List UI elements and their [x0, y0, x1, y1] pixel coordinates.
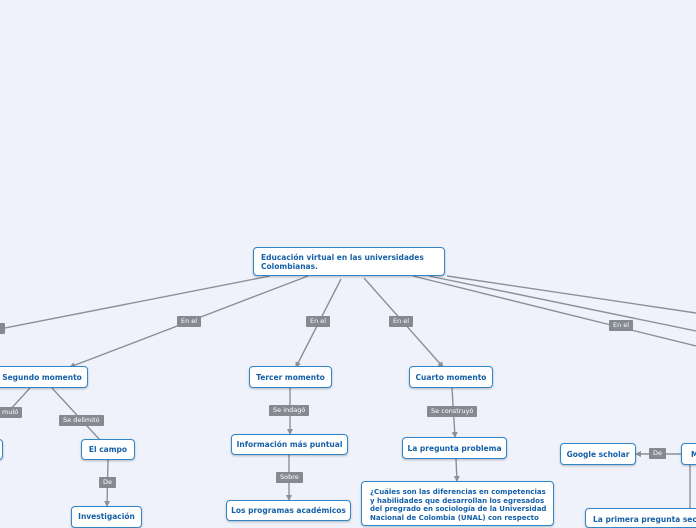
el-campo-node[interactable]: El campo [81, 439, 135, 460]
segundo-momento-node[interactable]: Segundo momento [0, 366, 88, 388]
edge-label-de-scholar: De [649, 448, 667, 459]
edge-label-se-delimito: Se delimitó [59, 415, 104, 426]
google-scholar-node[interactable]: Google scholar [560, 443, 636, 465]
edge-label-en-el-right: En el [609, 320, 634, 331]
left-edge-partial-node[interactable] [0, 439, 3, 460]
connector-root-to-first-moment [0, 275, 271, 330]
pregunta-texto-node[interactable]: ¿Cuáles son las diferencias en competenc… [361, 481, 554, 526]
tercer-momento-node[interactable]: Tercer momento [249, 366, 332, 388]
connector-root-to-right-1 [412, 275, 696, 347]
edge-label-de-campo: De [99, 477, 117, 488]
cuarto-momento-node[interactable]: Cuarto momento [409, 366, 493, 388]
edge-label-formulo-partial: muló [0, 407, 23, 418]
connector-root-to-right-3 [446, 275, 696, 314]
connector-root-to-right-2 [428, 275, 696, 332]
connector-pregunta-to-texto [453, 458, 460, 482]
connector-segundo-to-campo [51, 387, 101, 441]
edge-label-sobre: Sobre [276, 472, 303, 483]
primera-pregunta-node[interactable]: La primera pregunta secu [585, 508, 696, 528]
investigacion-node[interactable]: Investigación [71, 506, 142, 528]
edge-label-en-el-cuarto: En el [389, 316, 414, 327]
informacion-puntual-node[interactable]: Información más puntual [231, 434, 348, 455]
edge-label-en-el-segundo: En el [177, 316, 202, 327]
edge-label-partial-left [0, 323, 5, 334]
root-topic-node[interactable]: Educación virtual en las universidades C… [253, 247, 445, 276]
programas-academicos-node[interactable]: Los programas académicos [226, 500, 351, 521]
m-partial-node[interactable]: M [681, 443, 696, 465]
edge-label-se-indago: Se indagó [269, 405, 310, 416]
pregunta-problema-node[interactable]: La pregunta problema [402, 437, 507, 459]
edge-label-en-el-tercer: En el [306, 316, 331, 327]
edge-label-se-construyo: Se construyó [427, 406, 478, 417]
